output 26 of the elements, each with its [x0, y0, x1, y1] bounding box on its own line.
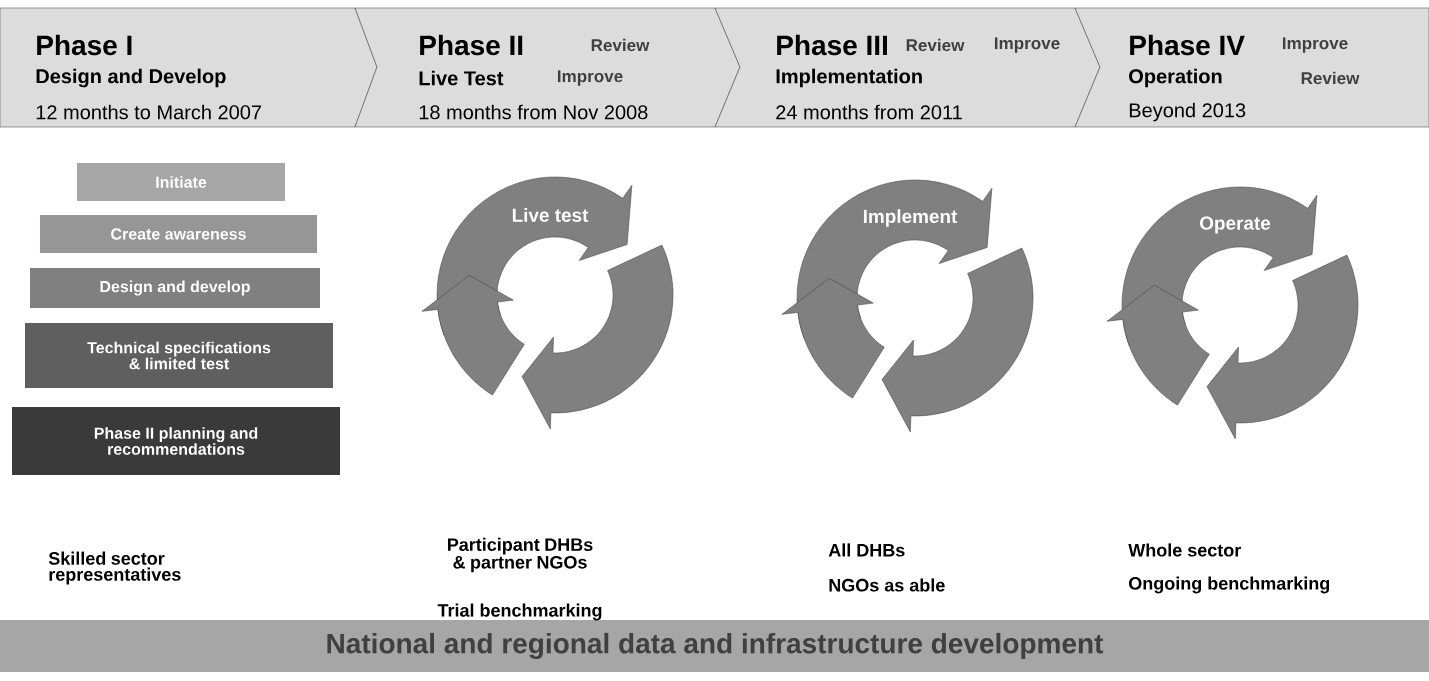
- node-label: Beyond 2013: [1129, 102, 1246, 122]
- cycle-step-text: Review: [1301, 71, 1360, 85]
- cycle-step-text: Improve: [1282, 37, 1348, 53]
- stakeholder-text: NGOs as able: [829, 578, 945, 592]
- stakeholder-text: Whole sector: [1128, 543, 1241, 557]
- stage-box: Technical specifications & limited test: [25, 322, 333, 389]
- stage-box: Initiate: [77, 163, 285, 201]
- stakeholder-text: All DHBs: [828, 543, 905, 557]
- node-label: Phase IV: [1130, 34, 1245, 56]
- banner: National and regional data and infrastructure development: [0, 620, 1429, 672]
- cycle-arrows: Implement: [781, 179, 1034, 433]
- stakeholder-text: Skilled sector representatives: [48, 551, 181, 585]
- phase-header: Phase I Design and Develop 12 months to March 2007: [0, 7, 378, 128]
- stakeholder-text: Trial benchmarking: [437, 603, 602, 621]
- stage-box: Design and develop: [30, 268, 320, 308]
- stage-box: Create awareness: [40, 215, 318, 253]
- cycle-step-text: Improve: [994, 37, 1060, 53]
- cycle-step-text: Review: [591, 38, 650, 52]
- cycle-step-text: Improve: [557, 70, 623, 86]
- cycle-step-text: Review: [906, 38, 965, 52]
- cycle-arrows: Operate: [1106, 186, 1359, 440]
- node-label: Operation: [1129, 68, 1222, 88]
- cycle-arrows: Live test: [421, 176, 674, 430]
- stakeholder-text: Participant DHBs & partner NGOs: [448, 537, 593, 573]
- stakeholder-text: Ongoing benchmarking: [1129, 576, 1330, 594]
- stage-box: Phase II planning and recommendations: [12, 407, 340, 475]
